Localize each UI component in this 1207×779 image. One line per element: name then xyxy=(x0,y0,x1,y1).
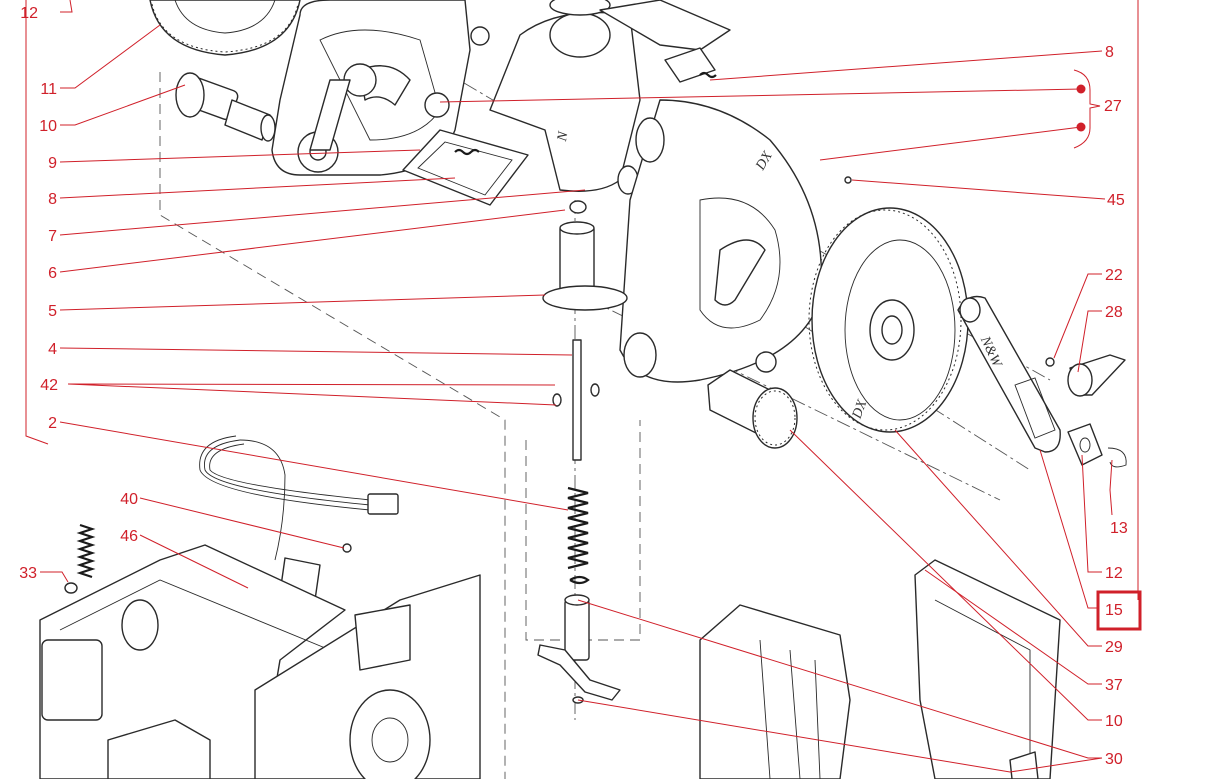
highlight-box-callout-15[interactable] xyxy=(1096,590,1142,631)
central-body: N xyxy=(489,0,641,195)
lower-chassis xyxy=(39,544,481,779)
callout-33: 33 xyxy=(19,565,37,582)
callout-6: 6 xyxy=(48,265,57,282)
callout-27-dots xyxy=(1076,84,1086,132)
leader-lines-left xyxy=(40,0,586,589)
callout-42: 42 xyxy=(40,377,58,394)
callout-5: 5 xyxy=(48,303,57,320)
callout-40: 40 xyxy=(120,491,138,508)
callouts-right: 8 27 45 22 28 13 12 15 29 37 10 30 xyxy=(1104,44,1128,768)
callout-15: 15 xyxy=(1105,602,1123,619)
leader-lines-right xyxy=(439,50,1113,773)
large-gear-dx: DX xyxy=(808,207,969,433)
callout-22: 22 xyxy=(1105,267,1123,284)
callout-7: 7 xyxy=(48,228,57,245)
central-body-marking-label: N xyxy=(555,130,572,143)
callout-28: 28 xyxy=(1105,304,1123,321)
vertical-shaft-assembly xyxy=(542,200,628,461)
callout-27: 27 xyxy=(1104,98,1122,115)
small-hardware-right xyxy=(844,176,1127,468)
callout-2: 2 xyxy=(48,415,57,432)
callout-12-left: 12 xyxy=(20,5,38,22)
callout-37: 37 xyxy=(1105,677,1123,694)
tension-spring-33 xyxy=(64,523,96,594)
callouts-left: 12 11 10 9 8 7 6 5 4 42 2 40 46 33 xyxy=(19,5,138,582)
compression-spring xyxy=(567,486,590,585)
callout-12-right: 12 xyxy=(1105,565,1123,582)
callout-29: 29 xyxy=(1105,639,1123,656)
callout-8-left: 8 xyxy=(48,191,57,208)
callout-11: 11 xyxy=(40,81,57,98)
callout-10-left: 10 xyxy=(39,118,57,135)
callout-10-right: 10 xyxy=(1105,713,1123,730)
crank-arm-nw: N&W xyxy=(957,295,1061,453)
pinion-10-center xyxy=(707,351,798,449)
callout-46: 46 xyxy=(120,528,138,545)
pinion-10-left xyxy=(175,72,276,142)
bracket-8-left xyxy=(402,129,529,206)
callout-13: 13 xyxy=(1110,520,1128,537)
callout-9: 9 xyxy=(48,155,57,172)
lower-right-housings xyxy=(699,559,1061,779)
lower-tee-fitting xyxy=(537,594,621,704)
callout-45: 45 xyxy=(1107,192,1125,209)
callout-30: 30 xyxy=(1105,751,1123,768)
callout-4: 4 xyxy=(48,341,57,358)
part-marking-dx-gear: DX xyxy=(849,398,870,422)
callout-8-right: 8 xyxy=(1105,44,1114,61)
top-bracket xyxy=(599,0,731,83)
left-frame-lines xyxy=(25,0,1139,600)
drive-gear-11 xyxy=(149,0,301,56)
right-side-plate-dx: DX xyxy=(619,99,823,383)
